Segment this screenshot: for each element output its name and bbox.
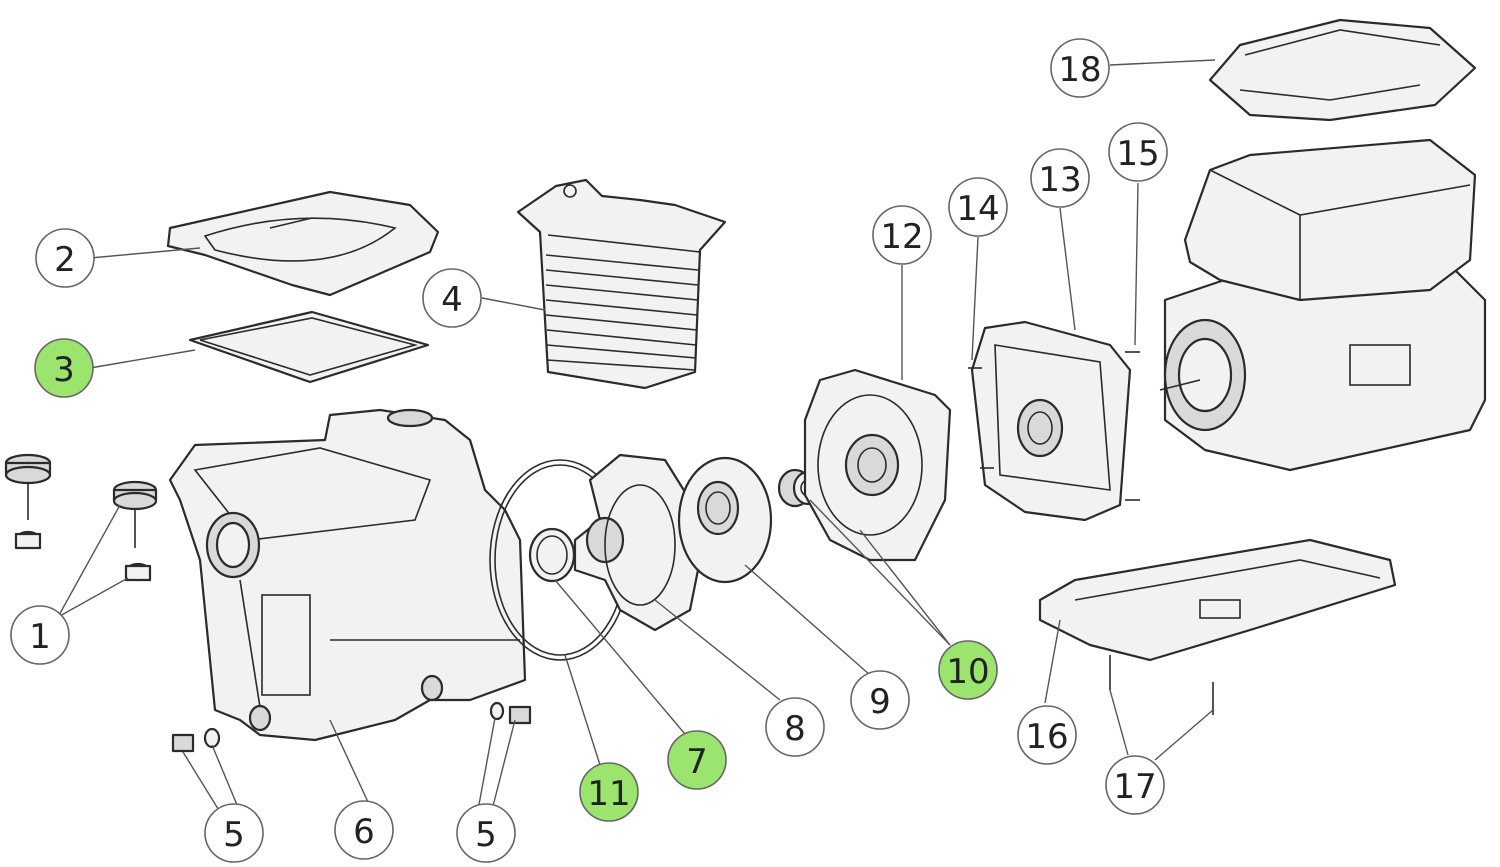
callout-5a-circle: [204, 803, 264, 863]
callout-9-circle: [850, 670, 910, 730]
callout-10: 10: [938, 640, 998, 700]
callout-3-circle: [34, 338, 94, 398]
callout-8-circle: [765, 697, 825, 757]
part-seal-plate: [803, 368, 952, 562]
part-motor-bolts-15: [1125, 351, 1140, 501]
leader-lines: [57, 59, 1216, 813]
callout-18-label: 18: [1058, 50, 1101, 90]
callout-7-label: 7: [686, 742, 708, 782]
callout-7: 7: [667, 730, 727, 790]
part-diffuser-oring: [528, 527, 576, 583]
part-diffuser: [573, 453, 702, 632]
part-pump-housing: [168, 408, 527, 742]
callout-16: 16: [1017, 705, 1077, 765]
callout-5b-circle: [456, 803, 516, 863]
part-motor-bracket: [970, 320, 1132, 522]
callout-11: 11: [579, 762, 639, 822]
part-lid-oring: [188, 310, 430, 384]
callout-17-circle: [1105, 755, 1165, 815]
callout-2: 2: [35, 228, 95, 288]
callout-6-label: 6: [353, 812, 375, 852]
callout-15-circle: [1108, 122, 1168, 182]
callout-11-label: 11: [587, 774, 630, 814]
callout-12-label: 12: [880, 217, 923, 257]
part-motor: [1159, 138, 1487, 472]
callout-17-label: 17: [1113, 767, 1156, 807]
callout-12: 12: [872, 205, 932, 265]
callout-3-label: 3: [53, 350, 75, 390]
callout-8-label: 8: [784, 709, 806, 749]
callout-15: 15: [1108, 122, 1168, 182]
callout-14-circle: [948, 177, 1008, 237]
part-knob-1b: [112, 480, 158, 582]
callout-12-circle: [872, 205, 932, 265]
callout-4-circle: [422, 268, 482, 328]
part-knob-1a: [4, 453, 52, 550]
callout-17: 17: [1105, 755, 1165, 815]
callout-16-circle: [1017, 705, 1077, 765]
callout-18-circle: [1050, 38, 1110, 98]
part-drive-cover: [1208, 18, 1477, 122]
callout-13: 13: [1030, 148, 1090, 208]
callout-13-circle: [1030, 148, 1090, 208]
callout-2-label: 2: [54, 240, 76, 280]
callout-6: 6: [334, 800, 394, 860]
callout-1-circle: [10, 605, 70, 665]
callout-7-circle: [667, 730, 727, 790]
part-impeller: [677, 456, 773, 584]
callout-10-label: 10: [946, 652, 989, 692]
callout-9: 9: [850, 670, 910, 730]
callout-3: 3: [34, 338, 94, 398]
callout-5b-label: 5: [475, 815, 497, 855]
callout-1-label: 1: [29, 617, 51, 657]
callout-4: 4: [422, 268, 482, 328]
callout-1: 1: [10, 605, 70, 665]
callout-16-label: 16: [1025, 717, 1068, 757]
callout-18: 18: [1050, 38, 1110, 98]
callout-14-label: 14: [956, 189, 999, 229]
callout-5a: 5: [204, 803, 264, 863]
callout-15-label: 15: [1116, 134, 1159, 174]
callout-11-circle: [579, 762, 639, 822]
callout-13-label: 13: [1038, 160, 1081, 200]
part-drain-plug-right: [489, 701, 532, 725]
callout-10-circle: [938, 640, 998, 700]
part-strainer-basket: [516, 178, 727, 390]
callout-14: 14: [948, 177, 1008, 237]
part-bracket-bolts-14: [968, 367, 994, 469]
callout-8: 8: [765, 697, 825, 757]
part-lid: [166, 190, 440, 297]
callout-5b: 5: [456, 803, 516, 863]
part-base: [1038, 538, 1397, 662]
part-drain-plug-left: [171, 727, 221, 753]
part-base-screws: [1109, 655, 1214, 715]
callout-2-circle: [35, 228, 95, 288]
callout-4-label: 4: [441, 280, 463, 320]
callout-5a-label: 5: [223, 815, 245, 855]
callout-6-circle: [334, 800, 394, 860]
callout-9-label: 9: [869, 682, 891, 722]
